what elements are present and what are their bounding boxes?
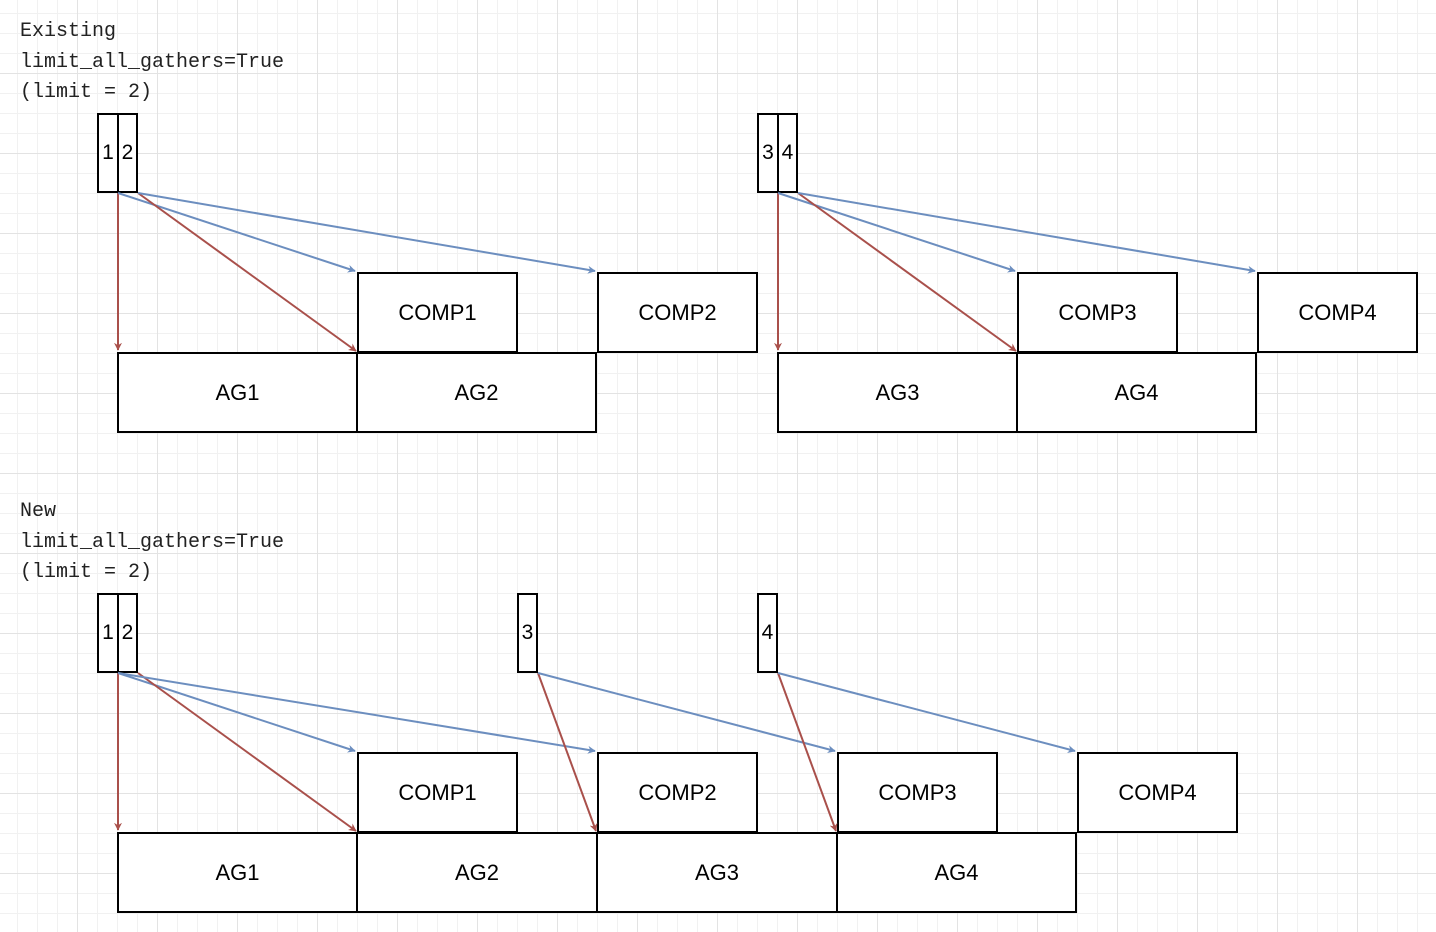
new-arrow-gate2-ag2 — [137, 672, 357, 832]
new-comp1-box: COMP1 — [357, 752, 518, 833]
new-ag1-box: AG1 — [117, 832, 358, 913]
new-title-line3: (limit = 2) — [20, 561, 153, 584]
new-arrow-gate3-ag3 — [537, 672, 598, 832]
new-arrow-gate4-comp4 — [777, 672, 1076, 754]
new-title-line1: New — [20, 500, 57, 523]
new-comp3-box: COMP3 — [837, 752, 998, 833]
existing-gate4-box: 4 — [777, 113, 798, 193]
new-comp4-box: COMP4 — [1077, 752, 1238, 833]
new-ag2-box: AG2 — [356, 832, 598, 913]
existing-comp4-box: COMP4 — [1257, 272, 1418, 353]
existing-arrow-gate4-ag4 — [797, 192, 1017, 352]
existing-gate2-box: 2 — [117, 113, 138, 193]
new-arrow-gate3-comp3 — [537, 672, 836, 754]
new-arrow-gate4-ag4 — [777, 672, 838, 832]
new-gate2-box: 2 — [117, 593, 138, 673]
existing-comp2-box: COMP2 — [597, 272, 758, 353]
new-ag3-box: AG3 — [596, 832, 838, 913]
existing-comp3-box: COMP3 — [1017, 272, 1178, 353]
new-arrow-gate1-comp1 — [117, 672, 356, 753]
new-arrow-gate2-comp2 — [117, 672, 596, 754]
new-comp2-box: COMP2 — [597, 752, 758, 833]
new-gate3-box: 3 — [517, 593, 538, 673]
existing-arrow-gate3-comp3 — [777, 192, 1016, 273]
existing-title-line2: limit_all_gathers=True — [20, 51, 285, 74]
new-gate4-box: 4 — [757, 593, 778, 673]
new-gate1-box: 1 — [97, 593, 119, 673]
existing-ag4-box: AG4 — [1016, 352, 1257, 433]
existing-ag2-box: AG2 — [356, 352, 597, 433]
existing-arrow-gate4-comp4 — [797, 192, 1256, 274]
existing-arrow-gate2-comp2 — [137, 192, 596, 274]
existing-ag3-box: AG3 — [777, 352, 1018, 433]
existing-gate3-box: 3 — [757, 113, 779, 193]
new-title-line2: limit_all_gathers=True — [20, 531, 285, 554]
existing-comp1-box: COMP1 — [357, 272, 518, 353]
existing-arrow-gate1-comp1 — [117, 192, 356, 273]
existing-gate1-box: 1 — [97, 113, 119, 193]
new-ag4-box: AG4 — [836, 832, 1077, 913]
existing-title-line1: Existing — [20, 20, 117, 43]
existing-arrow-gate2-ag2 — [137, 192, 357, 352]
existing-ag1-box: AG1 — [117, 352, 358, 433]
existing-title-line3: (limit = 2) — [20, 81, 153, 104]
